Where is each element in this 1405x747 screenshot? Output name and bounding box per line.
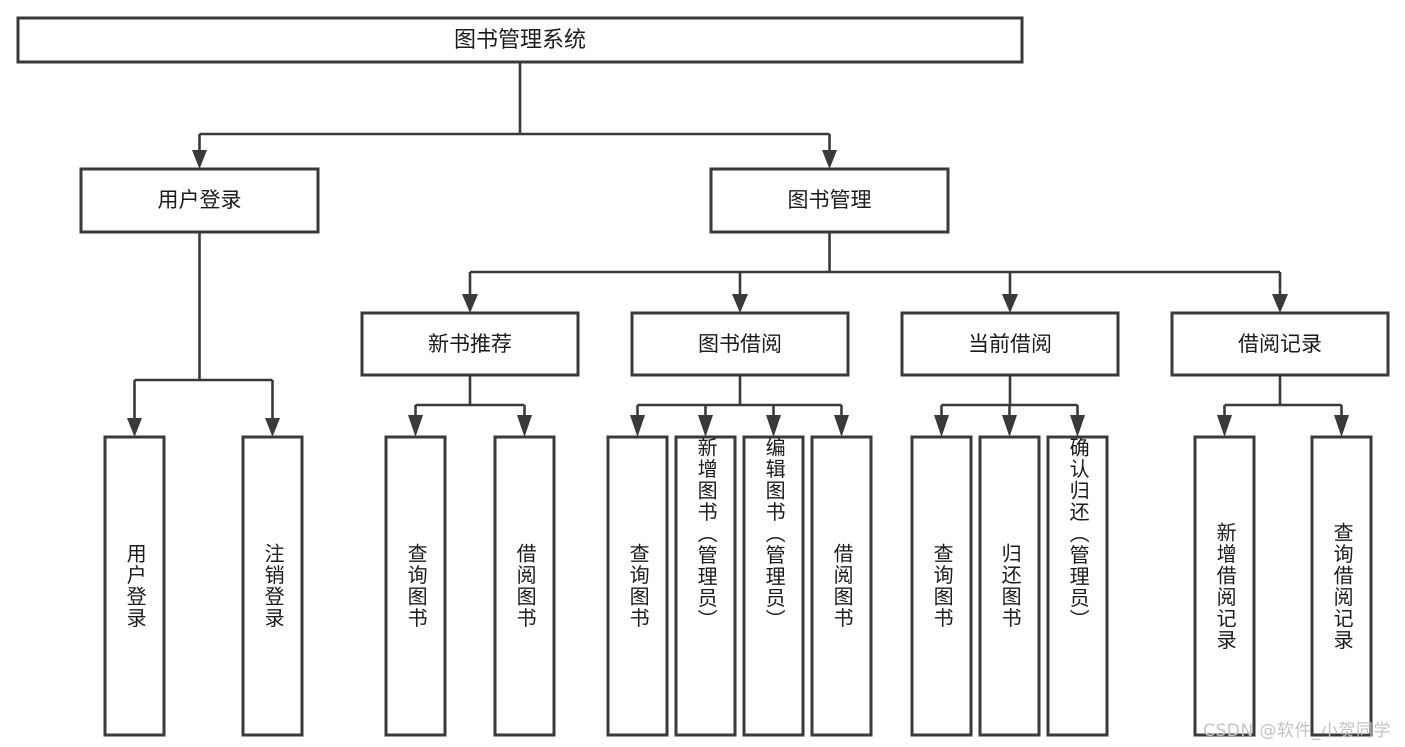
node-borrow-record-label: 借阅记录 [1238, 332, 1322, 356]
leaf-box-new-book-0[interactable] [384, 435, 447, 737]
leaf-box-book-borrow-2[interactable] [742, 435, 805, 737]
node-user-login-label: 用户登录 [158, 188, 242, 212]
arrow-icon-borrow-leaf-2 [766, 415, 781, 437]
leaf-box-current-borrow-0[interactable] [910, 435, 973, 737]
connector-group-current-borrow-to-leaves [934, 375, 1085, 437]
leaf-box-book-borrow-3[interactable] [810, 435, 873, 737]
leaf-boxes-book-borrow [606, 435, 873, 737]
arrow-icon-to-book-mgmt [822, 150, 837, 169]
node-new-book-recommend-box[interactable] [360, 311, 580, 377]
arrow-icon-login-leaf-1 [265, 418, 280, 437]
leaf-box-current-borrow-2[interactable] [1046, 435, 1109, 737]
connector-group-new-book-to-leaves [408, 375, 532, 437]
arrow-icon-newbook-leaf-1 [517, 415, 532, 437]
arrow-icon-record-leaf-0 [1217, 415, 1232, 437]
node-current-borrow-label: 当前借阅 [968, 332, 1052, 356]
csdn-watermark: CSDN @软件_小贺同学 [1203, 721, 1391, 741]
node-user-login-box[interactable] [79, 167, 320, 234]
leaf-box-borrow-record-0[interactable] [1193, 435, 1256, 737]
arrow-icon-current-leaf-1 [1002, 415, 1017, 437]
node-borrow-record-box[interactable] [1170, 311, 1390, 377]
arrow-icon-to-current-borrow [1002, 294, 1018, 313]
leaf-box-user-login-0[interactable] [103, 435, 166, 737]
leaf-box-book-borrow-1[interactable] [674, 435, 737, 737]
leaf-boxes-new-book-recommend [384, 435, 556, 737]
node-root[interactable]: 图书管理系统 [16, 16, 1024, 64]
node-book-borrow-label: 图书借阅 [698, 332, 782, 356]
arrow-icon-current-leaf-0 [934, 415, 949, 437]
arrow-icon-to-new-book [462, 294, 478, 313]
arrow-icon-to-borrow-record [1272, 294, 1288, 313]
arrow-icon-newbook-leaf-0 [408, 415, 423, 437]
leaf-box-current-borrow-1[interactable] [978, 435, 1041, 737]
node-root-label: 图书管理系统 [454, 28, 586, 53]
connector-group-borrow-record-to-leaves [1217, 375, 1349, 437]
arrow-icon-login-leaf-0 [127, 418, 142, 437]
node-book-borrow[interactable]: 图书借阅 [630, 311, 850, 377]
node-current-borrow-box[interactable] [900, 311, 1120, 377]
node-current-borrow[interactable]: 当前借阅 [900, 311, 1120, 377]
connector-group-root-to-level2 [192, 62, 837, 169]
leaf-box-new-book-1[interactable] [493, 435, 556, 737]
connector-group-book-borrow-to-leaves [630, 375, 849, 437]
arrow-icon-borrow-leaf-1 [698, 415, 713, 437]
node-book-management[interactable]: 图书管理 [709, 167, 950, 234]
leaf-box-user-login-1[interactable] [241, 435, 304, 737]
arrow-icon-borrow-leaf-0 [630, 415, 645, 437]
node-borrow-record[interactable]: 借阅记录 [1170, 311, 1390, 377]
connector-group-book-mgmt-to-level3 [462, 232, 1288, 313]
leaf-boxes-borrow-record [1193, 435, 1373, 737]
node-new-book-recommend[interactable]: 新书推荐 [360, 311, 580, 377]
node-book-management-box[interactable] [709, 167, 950, 234]
leaf-box-borrow-record-1[interactable] [1310, 435, 1373, 737]
node-book-borrow-box[interactable] [630, 311, 850, 377]
arrow-icon-to-user-login [192, 150, 207, 169]
leaf-boxes-user-login [103, 435, 304, 737]
leaf-boxes-current-borrow [910, 435, 1109, 737]
arrow-icon-to-book-borrow [732, 294, 748, 313]
node-book-management-label: 图书管理 [788, 188, 872, 212]
node-new-book-recommend-label: 新书推荐 [428, 332, 512, 356]
arrow-icon-current-leaf-2 [1070, 415, 1085, 437]
node-root-box[interactable] [16, 16, 1024, 64]
connector-group-user-login-to-leaves [127, 232, 280, 437]
arrow-icon-borrow-leaf-3 [834, 415, 849, 437]
arrow-icon-record-leaf-1 [1334, 415, 1349, 437]
leaf-box-book-borrow-0[interactable] [606, 435, 669, 737]
node-user-login[interactable]: 用户登录 [79, 167, 320, 234]
